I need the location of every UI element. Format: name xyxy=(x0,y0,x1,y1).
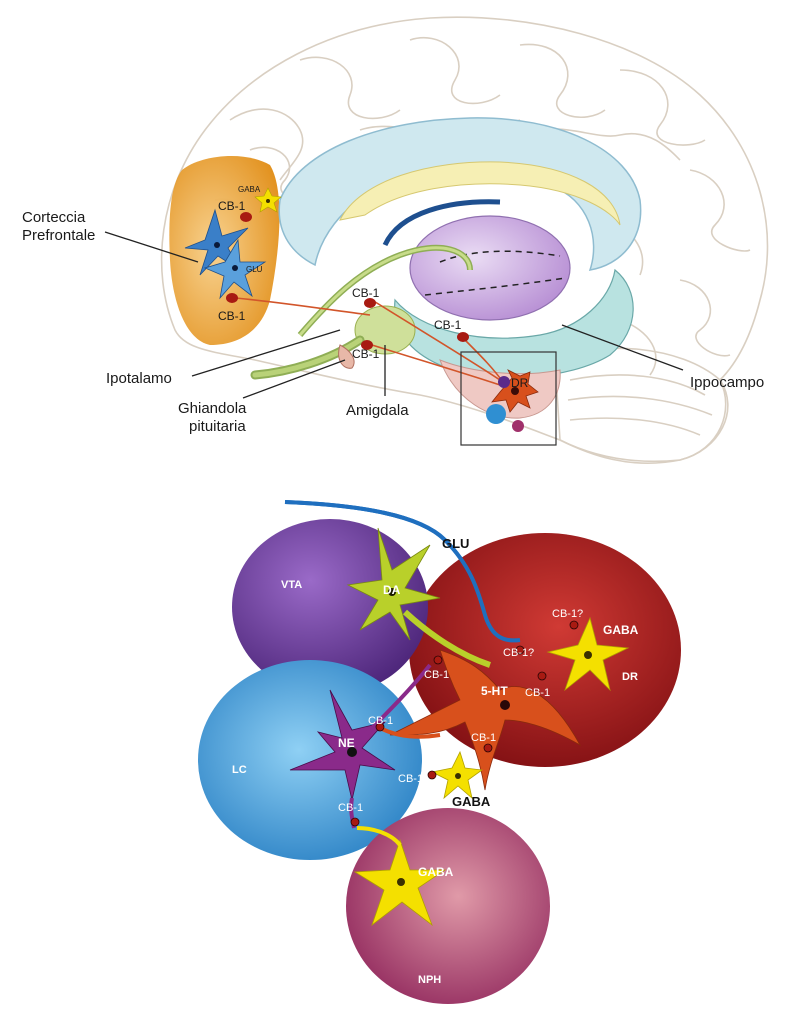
cb1-receptor-pfc-1 xyxy=(240,212,252,222)
label-cb1-lc-gaba: CB-1 xyxy=(398,773,423,785)
thalamus xyxy=(410,216,570,320)
cb1-receptor-pfc-2 xyxy=(226,293,238,303)
dr-magenta-nucleus xyxy=(512,420,524,432)
cb1-label-hippo: CB-1 xyxy=(434,318,462,332)
nuclei-circuit: VTA DR LC NPH DA 5-HT NE GABA GABA GABA … xyxy=(198,502,681,1004)
label-pfc-line1: Corteccia xyxy=(22,209,86,226)
label-lc: LC xyxy=(232,764,247,776)
nucleus-nph xyxy=(346,808,550,1004)
label-pituitary-line1: Ghiandola xyxy=(178,400,247,417)
label-cb1-dr-glu: CB-1? xyxy=(503,647,534,659)
label-gaba-dr: GABA xyxy=(603,623,639,637)
label-5ht: 5-HT xyxy=(481,684,508,698)
label-hippocampus: Ippocampo xyxy=(690,374,764,391)
label-cb1-ne-upper: CB-1 xyxy=(368,715,393,727)
brain-section: DR GABA GLU CB-1 CB-1 CB-1 CB-1 CB-1 C xyxy=(22,17,768,463)
nucleus-dr xyxy=(409,533,681,767)
label-cb1-nph: CB-1 xyxy=(338,802,363,814)
label-da: DA xyxy=(383,583,401,597)
label-dr: DR xyxy=(622,671,638,683)
cb1-label-hypo-upper: CB-1 xyxy=(352,286,380,300)
label-pfc-line2: Prefrontale xyxy=(22,227,95,244)
dr-top-label: DR xyxy=(511,376,529,390)
label-vta: VTA xyxy=(281,579,302,591)
label-nph: NPH xyxy=(418,974,441,986)
cb1-label-pfc-lower: CB-1 xyxy=(218,309,246,323)
label-cb1-dr-left: CB-1 xyxy=(424,669,449,681)
label-hypothalamus: Ipotalamo xyxy=(106,370,172,387)
label-pituitary-line2: pituitaria xyxy=(189,418,246,435)
serotonin-nucleus xyxy=(500,700,510,710)
cb1-label-hypo-lower: CB-1 xyxy=(352,347,380,361)
dr-purple-nucleus xyxy=(498,376,510,388)
cb1-label-pfc-upper: CB-1 xyxy=(218,199,246,213)
label-ne: NE xyxy=(338,736,355,750)
cb1-receptor-hippo xyxy=(457,332,469,342)
label-cb1-5ht-lower: CB-1 xyxy=(471,732,496,744)
label-glu: GLU xyxy=(442,536,469,551)
label-cb1-dr-right: CB-1 xyxy=(525,687,550,699)
dr-blue-nucleus xyxy=(486,404,506,424)
gaba-label-top: GABA xyxy=(238,185,261,194)
label-gaba-nph: GABA xyxy=(418,865,454,879)
label-gaba-lc: GABA xyxy=(452,794,491,809)
label-amygdala: Amigdala xyxy=(346,402,409,419)
label-cb1-dr-gaba: CB-1? xyxy=(552,608,583,620)
glu-label-top: GLU xyxy=(246,265,263,274)
